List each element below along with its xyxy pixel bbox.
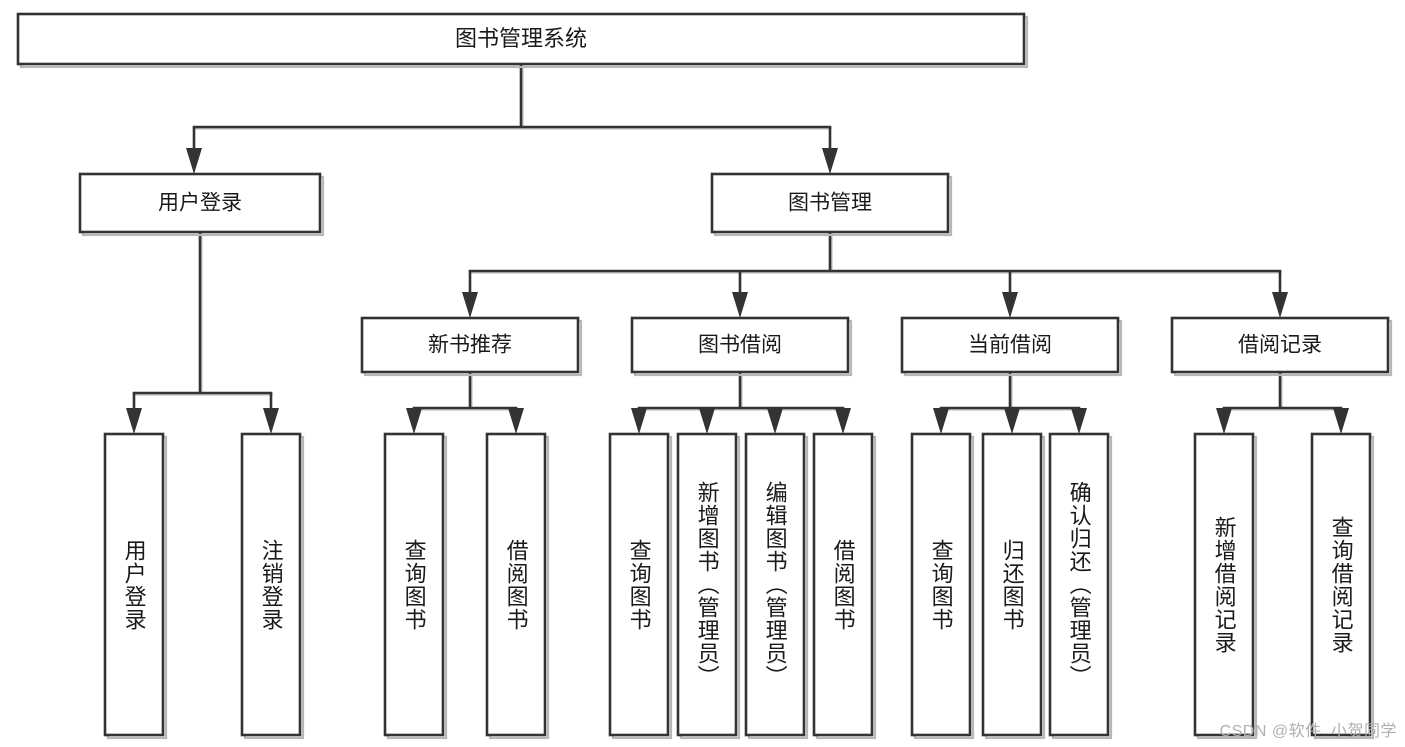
arrow-head-icon — [406, 408, 422, 434]
node-label-book-manage: 图书管理 — [788, 192, 872, 215]
arrow-head-icon — [1071, 408, 1087, 434]
arrow-head-icon — [1004, 408, 1020, 434]
node-box-leaf-user-login[interactable] — [103, 432, 165, 737]
node-layer — [16, 12, 1393, 740]
arrow-head-icon — [1272, 292, 1288, 318]
node-box-user-login[interactable] — [78, 172, 322, 234]
arrow-head-icon — [822, 148, 838, 174]
node-box-new-book-recommend[interactable] — [360, 316, 580, 374]
arrow-head-icon — [186, 148, 202, 174]
node-box-current-borrow[interactable] — [900, 316, 1120, 374]
node-box-root[interactable] — [16, 12, 1026, 66]
arrow-head-icon — [933, 408, 949, 434]
node-box-leaf-borrow-book-2[interactable] — [812, 432, 874, 737]
arrow-head-icon — [126, 408, 142, 434]
node-box-leaf-borrow-book-1[interactable] — [485, 432, 547, 737]
node-box-leaf-query-borrow-record[interactable] — [1310, 432, 1372, 737]
node-box-leaf-query-book-3[interactable] — [910, 432, 972, 737]
node-label-borrow-record: 借阅记录 — [1238, 334, 1322, 357]
node-label-user-login: 用户登录 — [158, 192, 242, 215]
arrow-head-icon — [1216, 408, 1232, 434]
arrow-head-icon — [699, 408, 715, 434]
node-box-borrow-record[interactable] — [1170, 316, 1390, 374]
node-box-leaf-user-logout[interactable] — [240, 432, 302, 737]
node-box-leaf-edit-book-admin[interactable] — [744, 432, 806, 737]
node-label-book-borrow: 图书借阅 — [698, 334, 782, 357]
arrow-head-icon — [1333, 408, 1349, 434]
node-box-leaf-return-book[interactable] — [981, 432, 1043, 737]
node-box-book-manage[interactable] — [710, 172, 950, 234]
node-label-new-book-recommend: 新书推荐 — [428, 334, 512, 357]
arrow-head-icon — [631, 408, 647, 434]
node-label-current-borrow: 当前借阅 — [968, 334, 1052, 357]
node-box-leaf-query-book-1[interactable] — [383, 432, 445, 737]
arrow-head-icon — [508, 408, 524, 434]
node-box-book-borrow[interactable] — [630, 316, 850, 374]
arrow-head-icon — [835, 408, 851, 434]
node-box-leaf-query-book-2[interactable] — [608, 432, 670, 737]
node-label-root: 图书管理系统 — [455, 26, 587, 51]
arrow-head-icon — [462, 292, 478, 318]
csdn-watermark: CSDN @软件_小贺同学 — [1219, 723, 1397, 740]
node-box-leaf-add-book-admin[interactable] — [676, 432, 738, 737]
arrow-head-icon — [767, 408, 783, 434]
arrow-head-icon — [1002, 292, 1018, 318]
node-box-leaf-confirm-return[interactable] — [1048, 432, 1110, 737]
arrow-head-icon — [263, 408, 279, 434]
node-box-leaf-add-borrow-record[interactable] — [1193, 432, 1255, 737]
arrow-head-icon — [732, 292, 748, 318]
connector-layer — [126, 64, 1349, 434]
